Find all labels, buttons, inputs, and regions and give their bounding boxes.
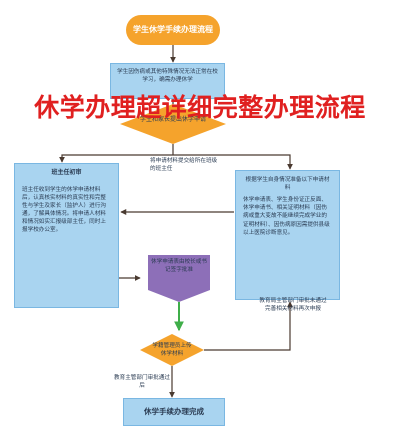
box-teacher-review: 班主任初审 班主任收到学生的休学申请材料后，认真核实材料的真实性和完整性与学生及…: [14, 163, 119, 308]
step-special-circumstance: 学生因伤病或其他特殊情况无法正常在校学习，确需办理休学: [110, 63, 225, 99]
start-node: 学生休学手续办理流程: [126, 15, 220, 45]
note-submit-to-teacher: 将申请材料提交给所在班级的班主任: [150, 158, 218, 173]
end-node: 休学手续办理完成: [123, 398, 225, 426]
arrow-fork-right: [173, 154, 293, 170]
note-approved: 教育主管部门审批通过后: [114, 375, 170, 390]
arrow-return-to-right: [204, 301, 293, 351]
box-prepare-materials-title: 根据学生自身情况准备以下申请材料: [245, 177, 330, 192]
diamond-apply-label: 学生和家长提出休学申请: [139, 116, 206, 123]
pentagon-approve-label: 休学申请表由校长或书记签字批准: [151, 259, 207, 274]
box-teacher-review-body: 班主任收到学生的休学申请材料后，认真核实材料的真实性和完整性与学生及家长（监护人…: [22, 186, 106, 234]
box-prepare-materials-body: 休学申请表、学生身份证正反面、休学申请书、相关证明材料（因伤病或重大变故不能继续…: [243, 197, 330, 236]
box-teacher-review-title: 班主任初审: [51, 169, 82, 176]
diamond-upload: [140, 334, 204, 366]
note-rejected-resubmit: 教育局主管部门审批未通过完善相关材料再次申报: [259, 298, 327, 313]
diamond-apply: [120, 104, 226, 144]
pentagon-approve: [148, 255, 210, 302]
arrow-fork-left: [59, 154, 173, 163]
diamond-upload-label: 学籍管理员上传休学材料: [152, 343, 192, 358]
overlay-title: 休学办理超详细完整办理流程: [34, 93, 366, 122]
box-prepare-materials: 根据学生自身情况准备以下申请材料 休学申请表、学生身份证正反面、休学申请书、相关…: [235, 170, 340, 300]
